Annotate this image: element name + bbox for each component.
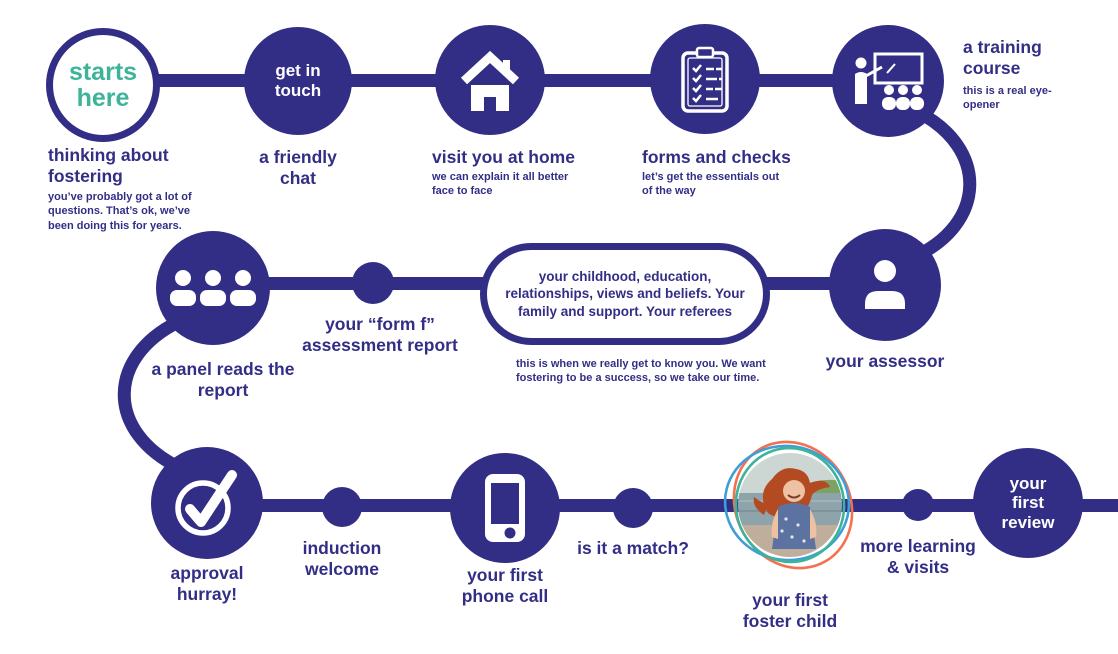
node-approval [151,447,263,559]
node-starts-here: starts here [46,28,160,142]
thinking-title: thinking about fostering [48,145,169,186]
node-training-course [832,25,944,137]
visit-title: visit you at home [432,147,575,167]
connector-row-3 [207,499,1118,512]
foster-child-label: your first foster child [742,590,838,631]
node-forms-checks [650,24,760,134]
forms-subtext: let’s get the essentials out of the way [642,171,780,198]
curve-left [117,316,183,474]
child-photo [738,453,842,557]
node-get-in-touch: get in touch [244,27,352,135]
form-f-label: your “form f” assessment report [302,314,458,355]
node-visit-home [435,25,545,135]
person-icon [865,260,905,309]
node-phone-call [450,453,560,563]
three-people-icon [170,270,256,306]
learning-label: more learning & visits [860,536,976,577]
smartphone-icon [485,474,525,542]
forms-title: forms and checks [642,147,791,167]
node-assessor [829,229,941,341]
scribble-rings-icon [723,440,854,570]
house-icon [460,50,520,111]
approval-label: approval hurray! [170,563,244,604]
first-review-text: your first review [1001,473,1055,532]
starts-here-text: starts here [68,57,138,112]
assessor-label: your assessor [825,351,945,371]
panel-label: a panel reads the report [151,359,295,400]
teacher-blackboard-icon [855,52,924,110]
training-title: a training course [963,37,1042,78]
check-circle-icon [175,470,237,536]
pill-text: your childhood, education, relationships… [505,268,745,319]
assessment-topics-pill: your childhood, education, relationships… [480,243,770,345]
thinking-subtext: you’ve probably got a lot of questions. … [48,191,192,232]
curve-right [909,106,977,264]
pill-subtext: this is when we really get to know you. … [516,358,766,385]
dot-form-f [352,262,394,304]
match-label: is it a match? [577,538,689,558]
checklist-clipboard-icon [681,46,729,113]
friendly-chat-label: a friendly chat [259,147,337,188]
phone-label: your first phone call [461,565,549,606]
get-in-touch-text: get in touch [274,61,322,100]
training-subtext: this is a real eye-opener [963,85,1052,112]
node-panel [156,231,270,345]
visit-subtext: we can explain it all better face to fac… [432,171,569,198]
dot-match [613,488,653,528]
dot-learning [902,489,934,521]
dot-induction [322,487,362,527]
induction-label: induction welcome [302,538,382,579]
node-first-review: your first review [973,448,1083,558]
foster-child-photo [738,453,842,557]
